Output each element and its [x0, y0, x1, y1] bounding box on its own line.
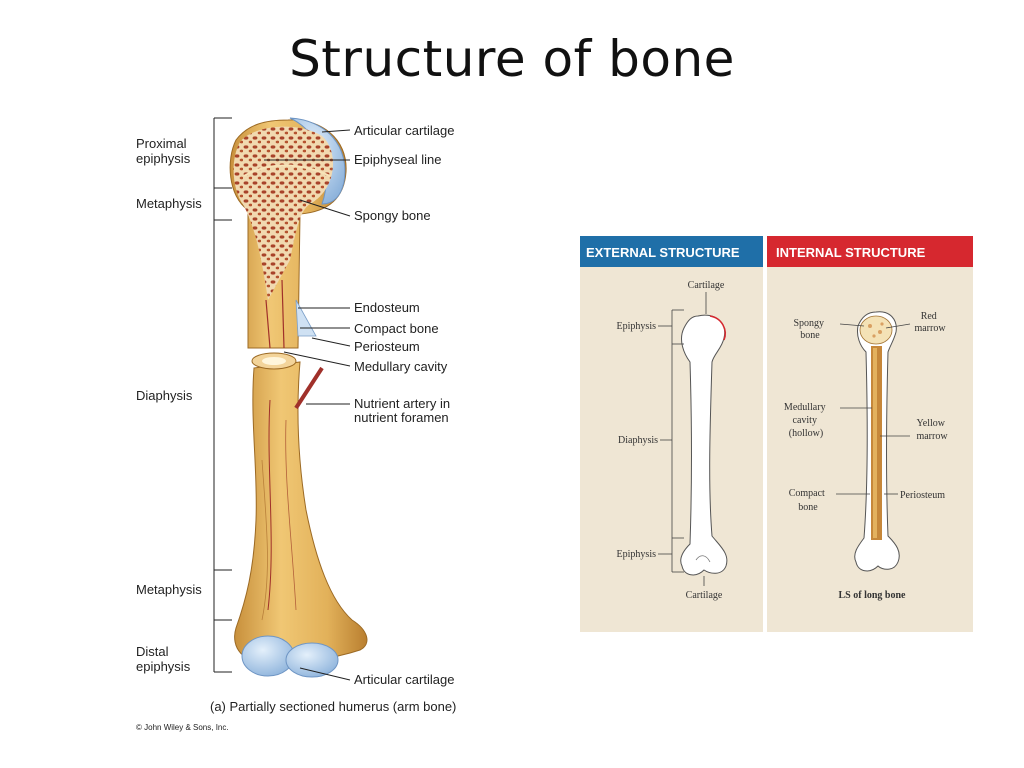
long-bone-structure-svg: EXTERNAL STRUCTURE INTERNAL STRUCTURE Ca… [580, 236, 973, 632]
label-proximal-epiphysis: Proximal epiphysis [136, 136, 191, 166]
label-articular-cartilage-top: Articular cartilage [354, 123, 454, 138]
ext-label-epiphysis-bottom: Epiphysis [617, 549, 657, 560]
int-caption: LS of long bone [839, 590, 907, 601]
label-spongy-bone: Spongy bone [354, 208, 431, 223]
figure-caption: (a) Partially sectioned humerus (arm bon… [210, 699, 456, 714]
humerus-lower-part [234, 352, 368, 678]
label-endosteum: Endosteum [354, 300, 420, 315]
ext-label-diaphysis: Diaphysis [618, 435, 658, 446]
label-medullary-cavity: Medullary cavity [354, 359, 448, 374]
long-bone-structure-panel: EXTERNAL STRUCTURE INTERNAL STRUCTURE Ca… [580, 236, 973, 632]
copyright-notice: © John Wiley & Sons, Inc. [136, 723, 229, 732]
internal-heading: INTERNAL STRUCTURE [776, 245, 926, 260]
humerus-diagram: Proximal epiphysis Metaphysis Diaphysis … [136, 117, 456, 732]
external-bone [680, 314, 728, 576]
region-bracket [213, 117, 232, 673]
label-compact-bone: Compact bone [354, 321, 439, 336]
int-label-red-marrow: Red marrow [914, 311, 946, 334]
label-periosteum: Periosteum [354, 339, 420, 354]
external-header-bar [580, 236, 763, 267]
nutrient-artery [294, 366, 324, 410]
label-diaphysis: Diaphysis [136, 388, 193, 403]
external-heading: EXTERNAL STRUCTURE [586, 245, 740, 260]
internal-header-bar [767, 236, 973, 267]
leader-lines [264, 129, 351, 681]
humerus-upper-part [229, 117, 347, 349]
external-bracket [658, 292, 707, 586]
int-label-yellow-marrow: Yellow marrow [916, 418, 948, 442]
label-articular-cartilage-bottom: Articular cartilage [354, 672, 454, 687]
label-distal-epiphysis: Distal epiphysis [136, 644, 191, 674]
int-label-spongy-bone: Spongy bone [793, 318, 826, 341]
slide-title: Structure of bone [289, 30, 735, 88]
label-epiphyseal-line: Epiphyseal line [354, 152, 441, 167]
int-label-compact-bone: Compact bone [789, 488, 828, 513]
label-metaphysis-top: Metaphysis [136, 196, 202, 211]
label-nutrient-artery: Nutrient artery in nutrient foramen [354, 396, 454, 425]
int-label-medullary-cavity: Medullary cavity (hollow) [784, 402, 828, 439]
internal-leader-lines [836, 323, 911, 495]
internal-bone [854, 311, 900, 572]
int-label-periosteum: Periosteum [900, 490, 945, 501]
ext-label-epiphysis-top: Epiphysis [617, 321, 657, 332]
label-metaphysis-bottom: Metaphysis [136, 582, 202, 597]
ext-label-cartilage-top: Cartilage [688, 280, 725, 291]
ext-label-cartilage-bottom: Cartilage [686, 590, 723, 601]
